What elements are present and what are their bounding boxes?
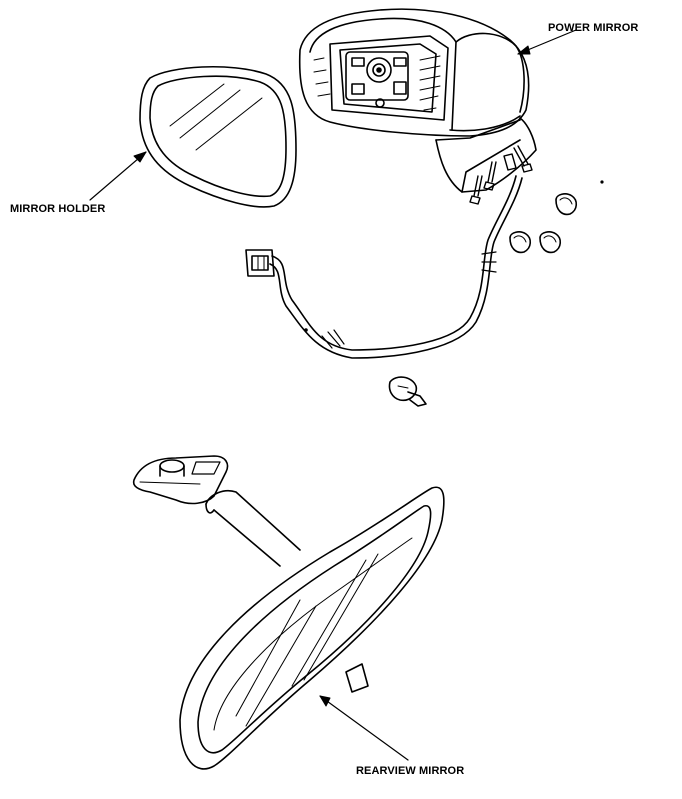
wire-harness <box>246 176 522 358</box>
power-mirror-label: POWER MIRROR <box>548 22 639 34</box>
power-mirror <box>300 9 576 204</box>
mounting-nuts <box>510 181 603 252</box>
mirror-holder <box>90 67 296 207</box>
rearview-mirror <box>134 456 444 769</box>
mirror-holder-label: MIRROR HOLDER <box>10 203 106 215</box>
rearview-mirror-label: REARVIEW MIRROR <box>356 765 465 777</box>
harness-clip <box>389 377 426 406</box>
